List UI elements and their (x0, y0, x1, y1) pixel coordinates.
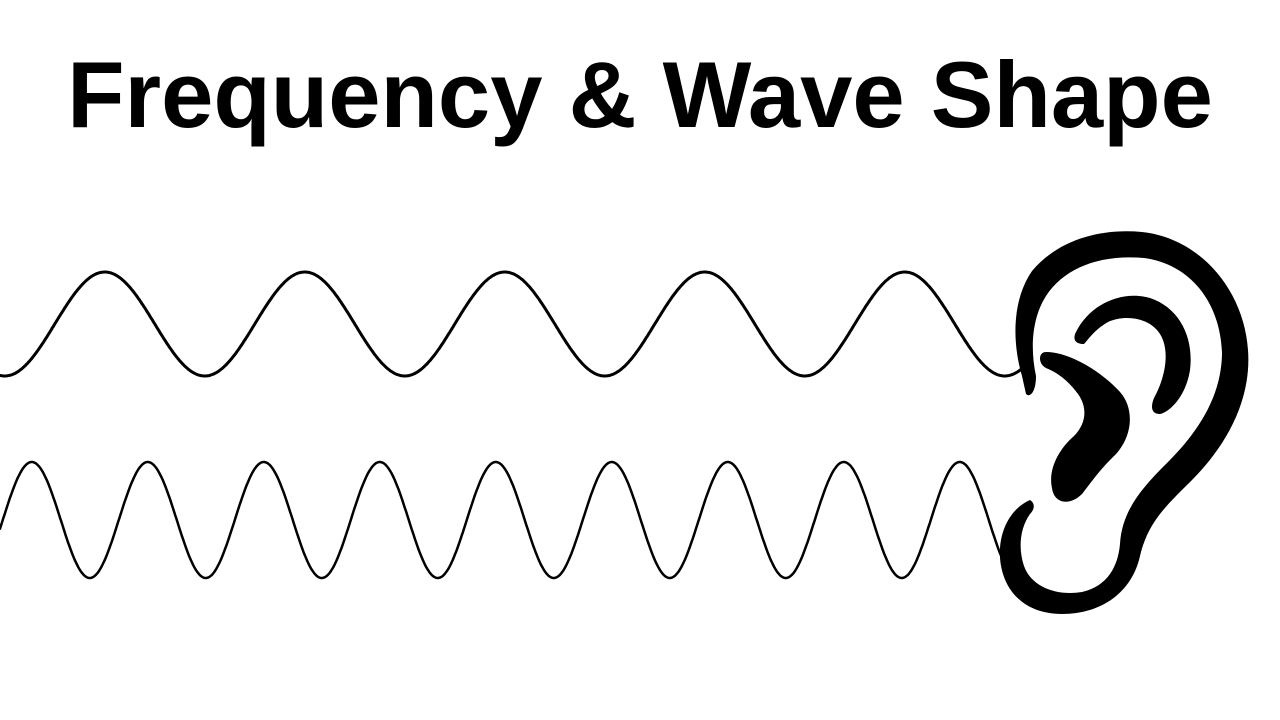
low-frequency-wave (0, 270, 1024, 378)
ear-icon (999, 231, 1249, 615)
page-title: Frequency & Wave Shape (67, 42, 1213, 147)
high-frequency-wave (0, 460, 1006, 580)
